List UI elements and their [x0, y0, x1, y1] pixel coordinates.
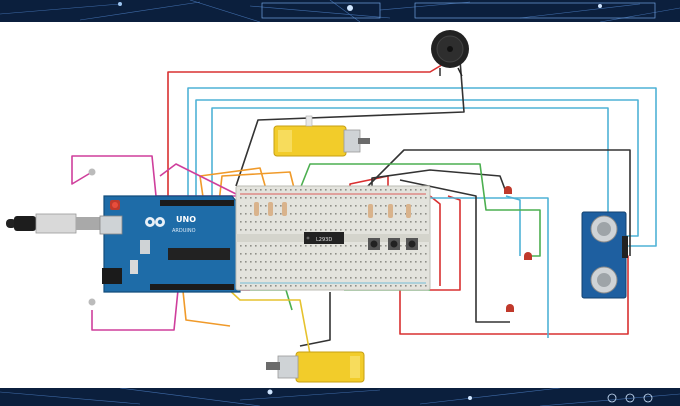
ic-label: L293D: [316, 237, 332, 243]
motor-icon: [266, 351, 365, 383]
wire-dark: [299, 292, 331, 347]
arduino-uno-board: UNO ARDUINO: [99, 195, 241, 293]
decorative-network-band-bottom: [0, 388, 680, 406]
resistor: [254, 202, 259, 216]
wire-dark: [235, 59, 465, 187]
wire-red: [167, 59, 451, 198]
led-icon: [88, 298, 96, 306]
motor-icon: [273, 115, 370, 157]
resistor: [406, 204, 411, 218]
wire-green: [297, 163, 541, 257]
motor-driver-ic: L293D: [304, 232, 344, 244]
push-button-icon: [368, 238, 380, 250]
resistor: [368, 204, 373, 218]
decorative-network-band-top: [0, 0, 680, 22]
resistor: [388, 204, 393, 218]
wire-cyan: [187, 87, 657, 247]
resistor: [268, 202, 273, 216]
led-icon: [524, 252, 532, 260]
wire-dark: [371, 169, 507, 200]
usb-cable-icon: [6, 213, 102, 234]
wire-dark: [399, 179, 510, 323]
buzzer-icon: [431, 30, 469, 77]
led-icon: [88, 168, 96, 176]
ultrasonic-sensor-icon: [581, 211, 628, 299]
push-button-icon: [388, 238, 400, 250]
board-label: UNO: [176, 215, 196, 224]
circuit-canvas: UNO ARDUINO L293D: [0, 22, 680, 388]
wire-cyan: [195, 99, 639, 237]
wire-dark: [353, 149, 631, 256]
led-icon: [506, 304, 514, 312]
led-icon: [504, 186, 512, 194]
push-button-icon: [406, 238, 418, 250]
resistor: [282, 202, 287, 216]
board-sublabel: ARDUINO: [172, 228, 196, 234]
wire-magenta: [159, 163, 241, 197]
wire-cyan: [505, 195, 521, 256]
